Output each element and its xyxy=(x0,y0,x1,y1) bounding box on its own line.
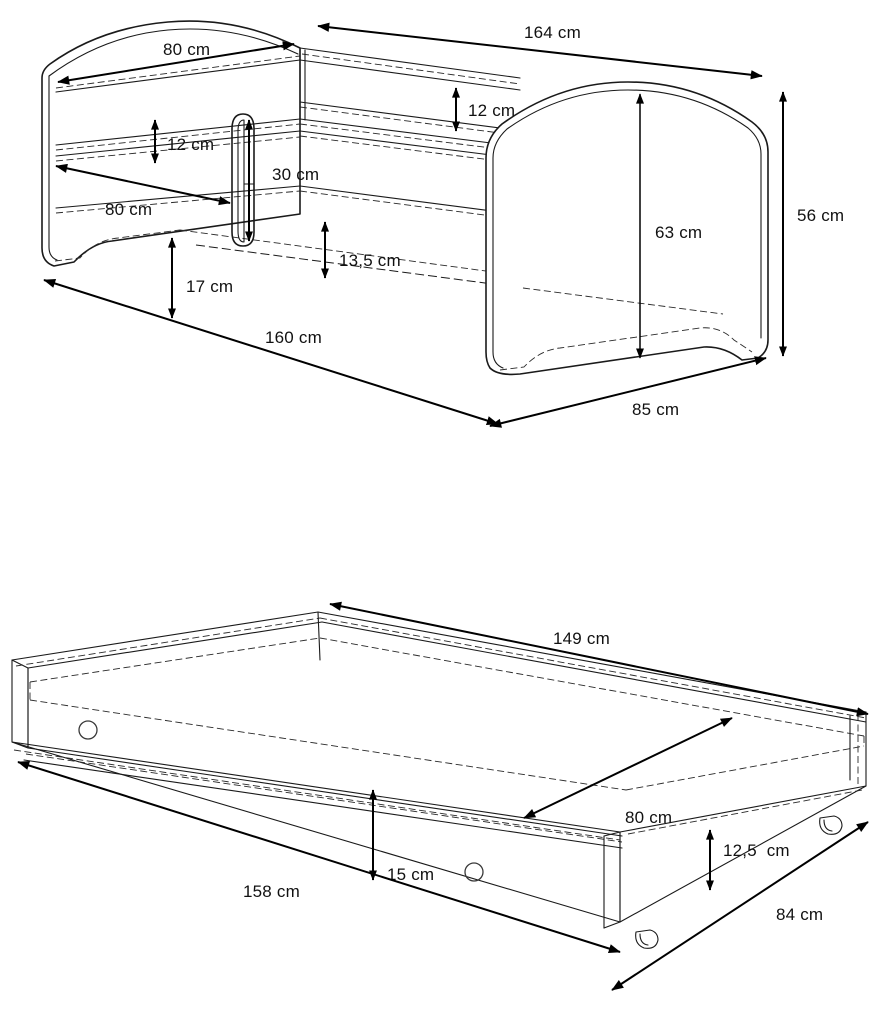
dimension-label-bed-85: 85 cm xyxy=(632,400,679,419)
dimension-label-drawer-84: 84 cm xyxy=(776,905,823,924)
dimension-drawer-84: 84 cm xyxy=(611,821,869,991)
bed-footboard-right-panel xyxy=(485,81,769,376)
dimension-label-bed-160: 160 cm xyxy=(265,328,322,347)
drawer-castor-wheels xyxy=(635,815,843,949)
dimension-label-drawer-158: 158 cm xyxy=(243,882,300,901)
dimension-bed-80-lower: 80 cm xyxy=(55,163,231,219)
dimension-bed-164: 164 cm xyxy=(317,22,763,80)
dimension-bed-160: 160 cm xyxy=(43,279,499,425)
dimension-bed-63: 63 cm xyxy=(636,93,702,359)
dimension-label-bed-13-5: 13,5 cm xyxy=(339,251,401,270)
dimension-label-bed-12-right: 12 cm xyxy=(468,101,515,120)
dimension-bed-13-5: 13,5 cm xyxy=(321,221,401,279)
dimension-bed-30-rail: 30 cm xyxy=(245,119,319,242)
dimension-label-drawer-80: 80 cm xyxy=(625,808,672,827)
drawer-box-outline xyxy=(11,611,867,929)
dimension-label-bed-17: 17 cm xyxy=(186,277,233,296)
drawer-figure: 149 cm 80 cm 15 cm 12,5 cm 158 cm xyxy=(11,601,869,991)
dimension-label-bed-80-lower: 80 cm xyxy=(105,200,152,219)
bed-figure: 80 cm 164 cm 12 cm 12 cm 30 cm xyxy=(41,20,844,428)
dimension-label-bed-30-rail: 30 cm xyxy=(272,165,319,184)
dimension-bed-17: 17 cm xyxy=(168,237,233,319)
dimension-bed-12-right: 12 cm xyxy=(452,87,515,132)
dimension-label-drawer-12-5: 12,5 cm xyxy=(723,841,790,860)
bed-safety-rail-bar xyxy=(231,113,255,247)
dimension-bed-12-left: 12 cm xyxy=(151,119,214,164)
dimension-bed-56: 56 cm xyxy=(779,91,844,357)
dimension-drawer-158: 158 cm xyxy=(17,760,621,954)
dimension-label-bed-164: 164 cm xyxy=(524,23,581,42)
dimension-label-bed-12-left: 12 cm xyxy=(167,135,214,154)
drawer-handle-hole-left xyxy=(78,720,98,740)
dimension-bed-85: 85 cm xyxy=(489,356,767,428)
dimension-drawer-80: 80 cm xyxy=(523,717,733,827)
dimension-label-drawer-149: 149 cm xyxy=(553,629,610,648)
dimension-label-bed-63: 63 cm xyxy=(655,223,702,242)
dimension-label-bed-80-top: 80 cm xyxy=(163,40,210,59)
dimension-drawer-149: 149 cm xyxy=(329,601,869,717)
dimension-bed-80-top: 80 cm xyxy=(57,40,295,85)
dimension-label-bed-56: 56 cm xyxy=(797,206,844,225)
